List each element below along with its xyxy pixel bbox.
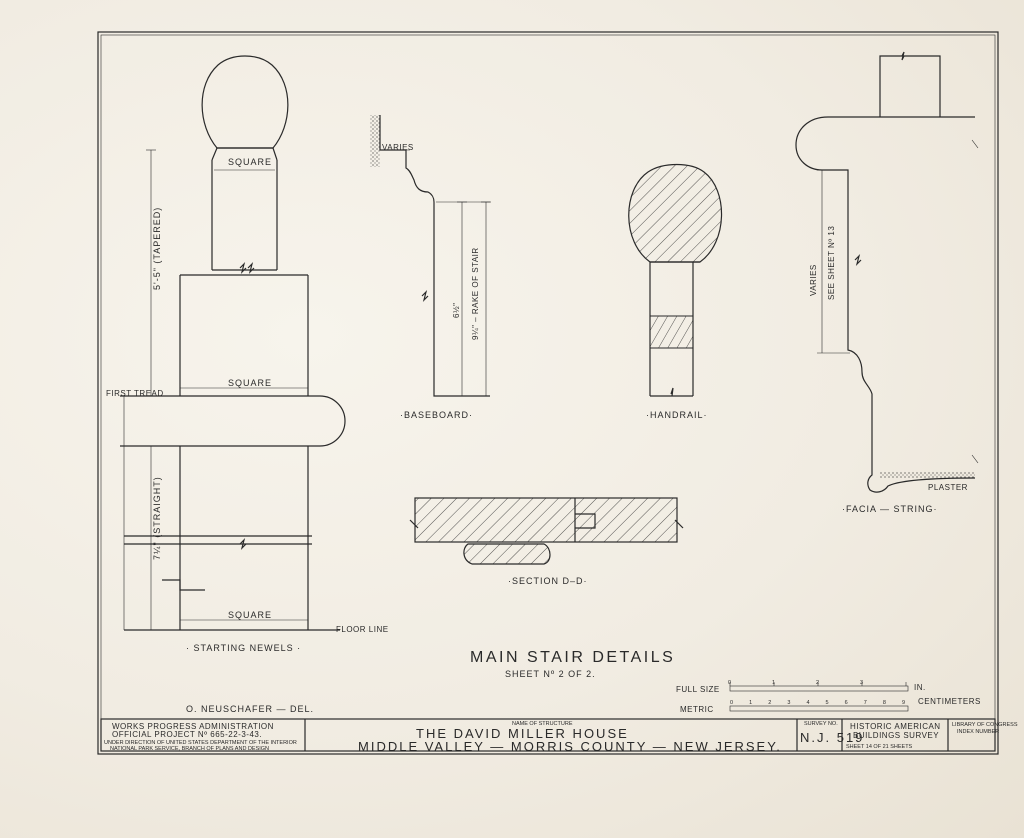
newel-square-label-bottom: SQUARE [228, 610, 272, 620]
cm-scale-marks: 0 1 2 3 4 5 6 7 8 9 0 1 2 3 [728, 680, 905, 706]
section-dd-detail: ·SECTION D–D· [409, 497, 684, 586]
baseboard-detail: VARIES 6½" 9¼" – RAKE OF STAIR ·BASEBOAR… [370, 115, 491, 420]
cm-scale-bar [729, 705, 909, 712]
facia-see-sheet-label: SEE SHEET Nº 13 [827, 226, 836, 300]
cm-scale-mark: 2 [768, 700, 771, 706]
floor-line-label: FLOOR LINE [336, 625, 389, 634]
cm-scale-mark: 5 [826, 700, 829, 706]
cm-scale-mark: 7 [864, 700, 867, 706]
agency-line-3: UNDER DIRECTION OF UNITED STATES DEPARTM… [104, 740, 297, 746]
title-block: WORKS PROGRESS ADMINISTRATION OFFICIAL P… [100, 718, 1018, 754]
drawing-sheet-number: SHEET Nº 2 OF 2. [505, 669, 596, 679]
wall-stipple [370, 115, 380, 167]
first-tread-label: FIRST TREAD [106, 389, 164, 398]
section-label: ·SECTION D–D· [508, 576, 588, 586]
newel-straight-dimension: 7¼" (STRAIGHT) [152, 476, 162, 560]
habs-line-2: BUILDINGS SURVEY [853, 731, 939, 740]
facia-varies-label: VARIES [809, 264, 818, 296]
baseboard-varies-label: VARIES [382, 143, 414, 152]
cm-scale-mark: 1 [749, 700, 752, 706]
baseboard-height-dim: 6½" [452, 303, 461, 318]
starting-newels-label: · STARTING NEWELS · [186, 643, 301, 653]
cm-scale-mark: 8 [883, 700, 886, 706]
outer-border [97, 31, 999, 755]
cm-scale-mark: 6 [845, 700, 848, 706]
baseboard-rake-dim: 9¼" – RAKE OF STAIR [471, 247, 480, 340]
agency-line-1: WORKS PROGRESS ADMINISTRATION [112, 722, 274, 731]
handrail-detail: ·HANDRAIL· [628, 163, 723, 420]
survey-number: N.J. 519 [800, 730, 864, 745]
drawing-title: MAIN STAIR DETAILS [470, 649, 675, 666]
delineator-label: O. NEUSCHAFER — DEL. [186, 704, 314, 714]
full-size-label: FULL SIZE [676, 685, 720, 694]
title-block-frame [100, 718, 996, 752]
facia-string-detail: VARIES SEE SHEET Nº 13 PLASTER ·FACIA — … [795, 51, 979, 514]
cm-scale-mark: 3 [787, 700, 790, 706]
cm-scale-mark: 4 [806, 700, 809, 706]
library-line-1: LIBRARY OF CONGRESS [952, 722, 1018, 728]
inch-scale-mark: 2 [816, 680, 819, 686]
baluster-section [649, 315, 694, 349]
structure-name: THE DAVID MILLER HOUSE [416, 726, 629, 741]
agency-line-4: NATIONAL PARK SERVICE, BRANCH OF PLANS A… [110, 746, 269, 752]
metric-label: METRIC [680, 705, 714, 714]
plaster-stipple [880, 472, 975, 478]
cm-scale-mark: 9 [902, 700, 905, 706]
handrail-label: ·HANDRAIL· [646, 410, 708, 420]
structure-location: MIDDLE VALLEY — MORRIS COUNTY — NEW JERS… [358, 739, 782, 754]
inch-scale-mark: 3 [860, 680, 863, 686]
baseboard-label: ·BASEBOARD· [400, 410, 473, 420]
survey-number-caption: SURVEY NO. [804, 721, 838, 727]
plaster-label: PLASTER [928, 483, 968, 492]
section-molding [463, 543, 551, 565]
library-line-2: INDEX NUMBER [957, 729, 999, 735]
inch-scale-mark: 0 [728, 680, 731, 686]
graphic-scale: FULL SIZE IN. METRIC CENTIMETERS 0 1 2 3 4 5 6… [676, 680, 981, 714]
handrail-cross-section [628, 163, 723, 263]
cm-scale-mark: 0 [730, 700, 733, 706]
habs-line-1: HISTORIC AMERICAN [850, 722, 941, 731]
inch-unit-label: IN. [914, 683, 926, 692]
newel-square-label-mid: SQUARE [228, 378, 272, 388]
facia-string-label: ·FACIA — STRING· [842, 504, 938, 514]
sheet-of-sheets: SHEET 14 OF 21 SHEETS [846, 744, 913, 750]
newel-square-label-top: SQUARE [228, 157, 272, 167]
section-board [414, 497, 678, 543]
structure-name-caption: NAME OF STRUCTURE [512, 721, 573, 727]
inch-scale-bar [729, 685, 909, 692]
starting-newels-detail: SQUARE SQUARE SQUARE 5'-5" (TAPERED) 7¼"… [106, 55, 389, 653]
newel-tapered-dimension: 5'-5" (TAPERED) [152, 207, 162, 290]
newel-ball-cap [201, 55, 289, 149]
agency-line-2: OFFICIAL PROJECT Nº 665-22-3-43. [112, 730, 262, 739]
cm-unit-label: CENTIMETERS [918, 697, 981, 706]
inch-scale-mark: 1 [772, 680, 775, 686]
